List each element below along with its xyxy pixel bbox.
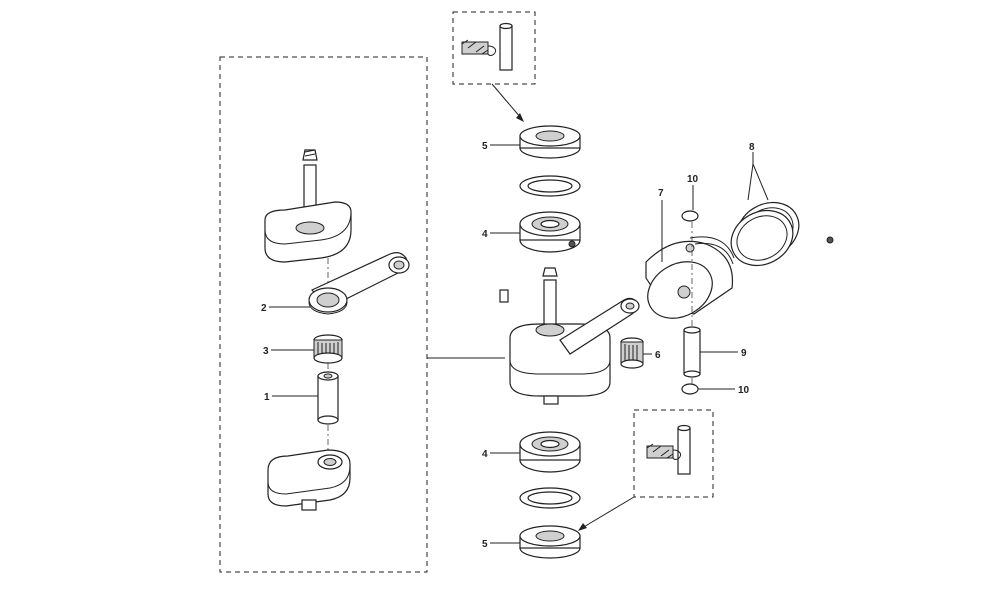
callout-1: 1 (264, 392, 270, 403)
leader-lines (269, 144, 769, 544)
detail-arrow-top (491, 83, 522, 119)
callout-9: 9 (741, 348, 747, 359)
spacer-ring-bottom (519, 487, 581, 509)
part-8-piston-rings (730, 201, 800, 267)
callout-3: 3 (263, 346, 269, 357)
crankshaft-group-box (219, 56, 428, 573)
part-1-crank-pin (317, 371, 339, 425)
callout-10-bottom: 10 (738, 385, 750, 396)
part-10-circlip-bottom (681, 383, 699, 395)
spacer-ring-top (519, 175, 581, 197)
callout-10-top: 10 (687, 174, 699, 185)
callout-8: 8 (749, 142, 755, 153)
part-9-piston-pin (683, 326, 701, 378)
callout-5-top: 5 (482, 141, 488, 152)
part-5-oil-seal-bottom (519, 525, 581, 559)
part-2-connecting-rod (308, 252, 410, 315)
assembled-crankshaft (499, 267, 640, 405)
callout-2: 2 (261, 303, 267, 314)
detail-arrow-bottom (581, 496, 635, 529)
detail-inset-top (452, 11, 536, 85)
ring-locating-pin (826, 236, 834, 244)
upper-crank-half (264, 149, 352, 263)
callout-6: 6 (655, 350, 661, 361)
lower-crank-half (267, 449, 351, 511)
callout-5-bottom: 5 (482, 539, 488, 550)
part-3-needle-bearing (313, 334, 343, 364)
callout-4-bottom: 4 (482, 449, 488, 460)
part-10-circlip-top (681, 210, 699, 222)
callout-4-top: 4 (482, 229, 488, 240)
detail-arrowhead-top (516, 113, 524, 122)
part-5-oil-seal-top (519, 125, 581, 159)
detail-arrowhead-bottom (578, 523, 587, 531)
detail-inset-bottom (633, 409, 714, 498)
part-4-ball-bearing-top (519, 211, 581, 253)
callout-7: 7 (658, 188, 664, 199)
part-4-ball-bearing-bottom (519, 431, 581, 473)
part-7-piston (645, 236, 735, 319)
part-6-small-needle-bearing (620, 337, 644, 369)
